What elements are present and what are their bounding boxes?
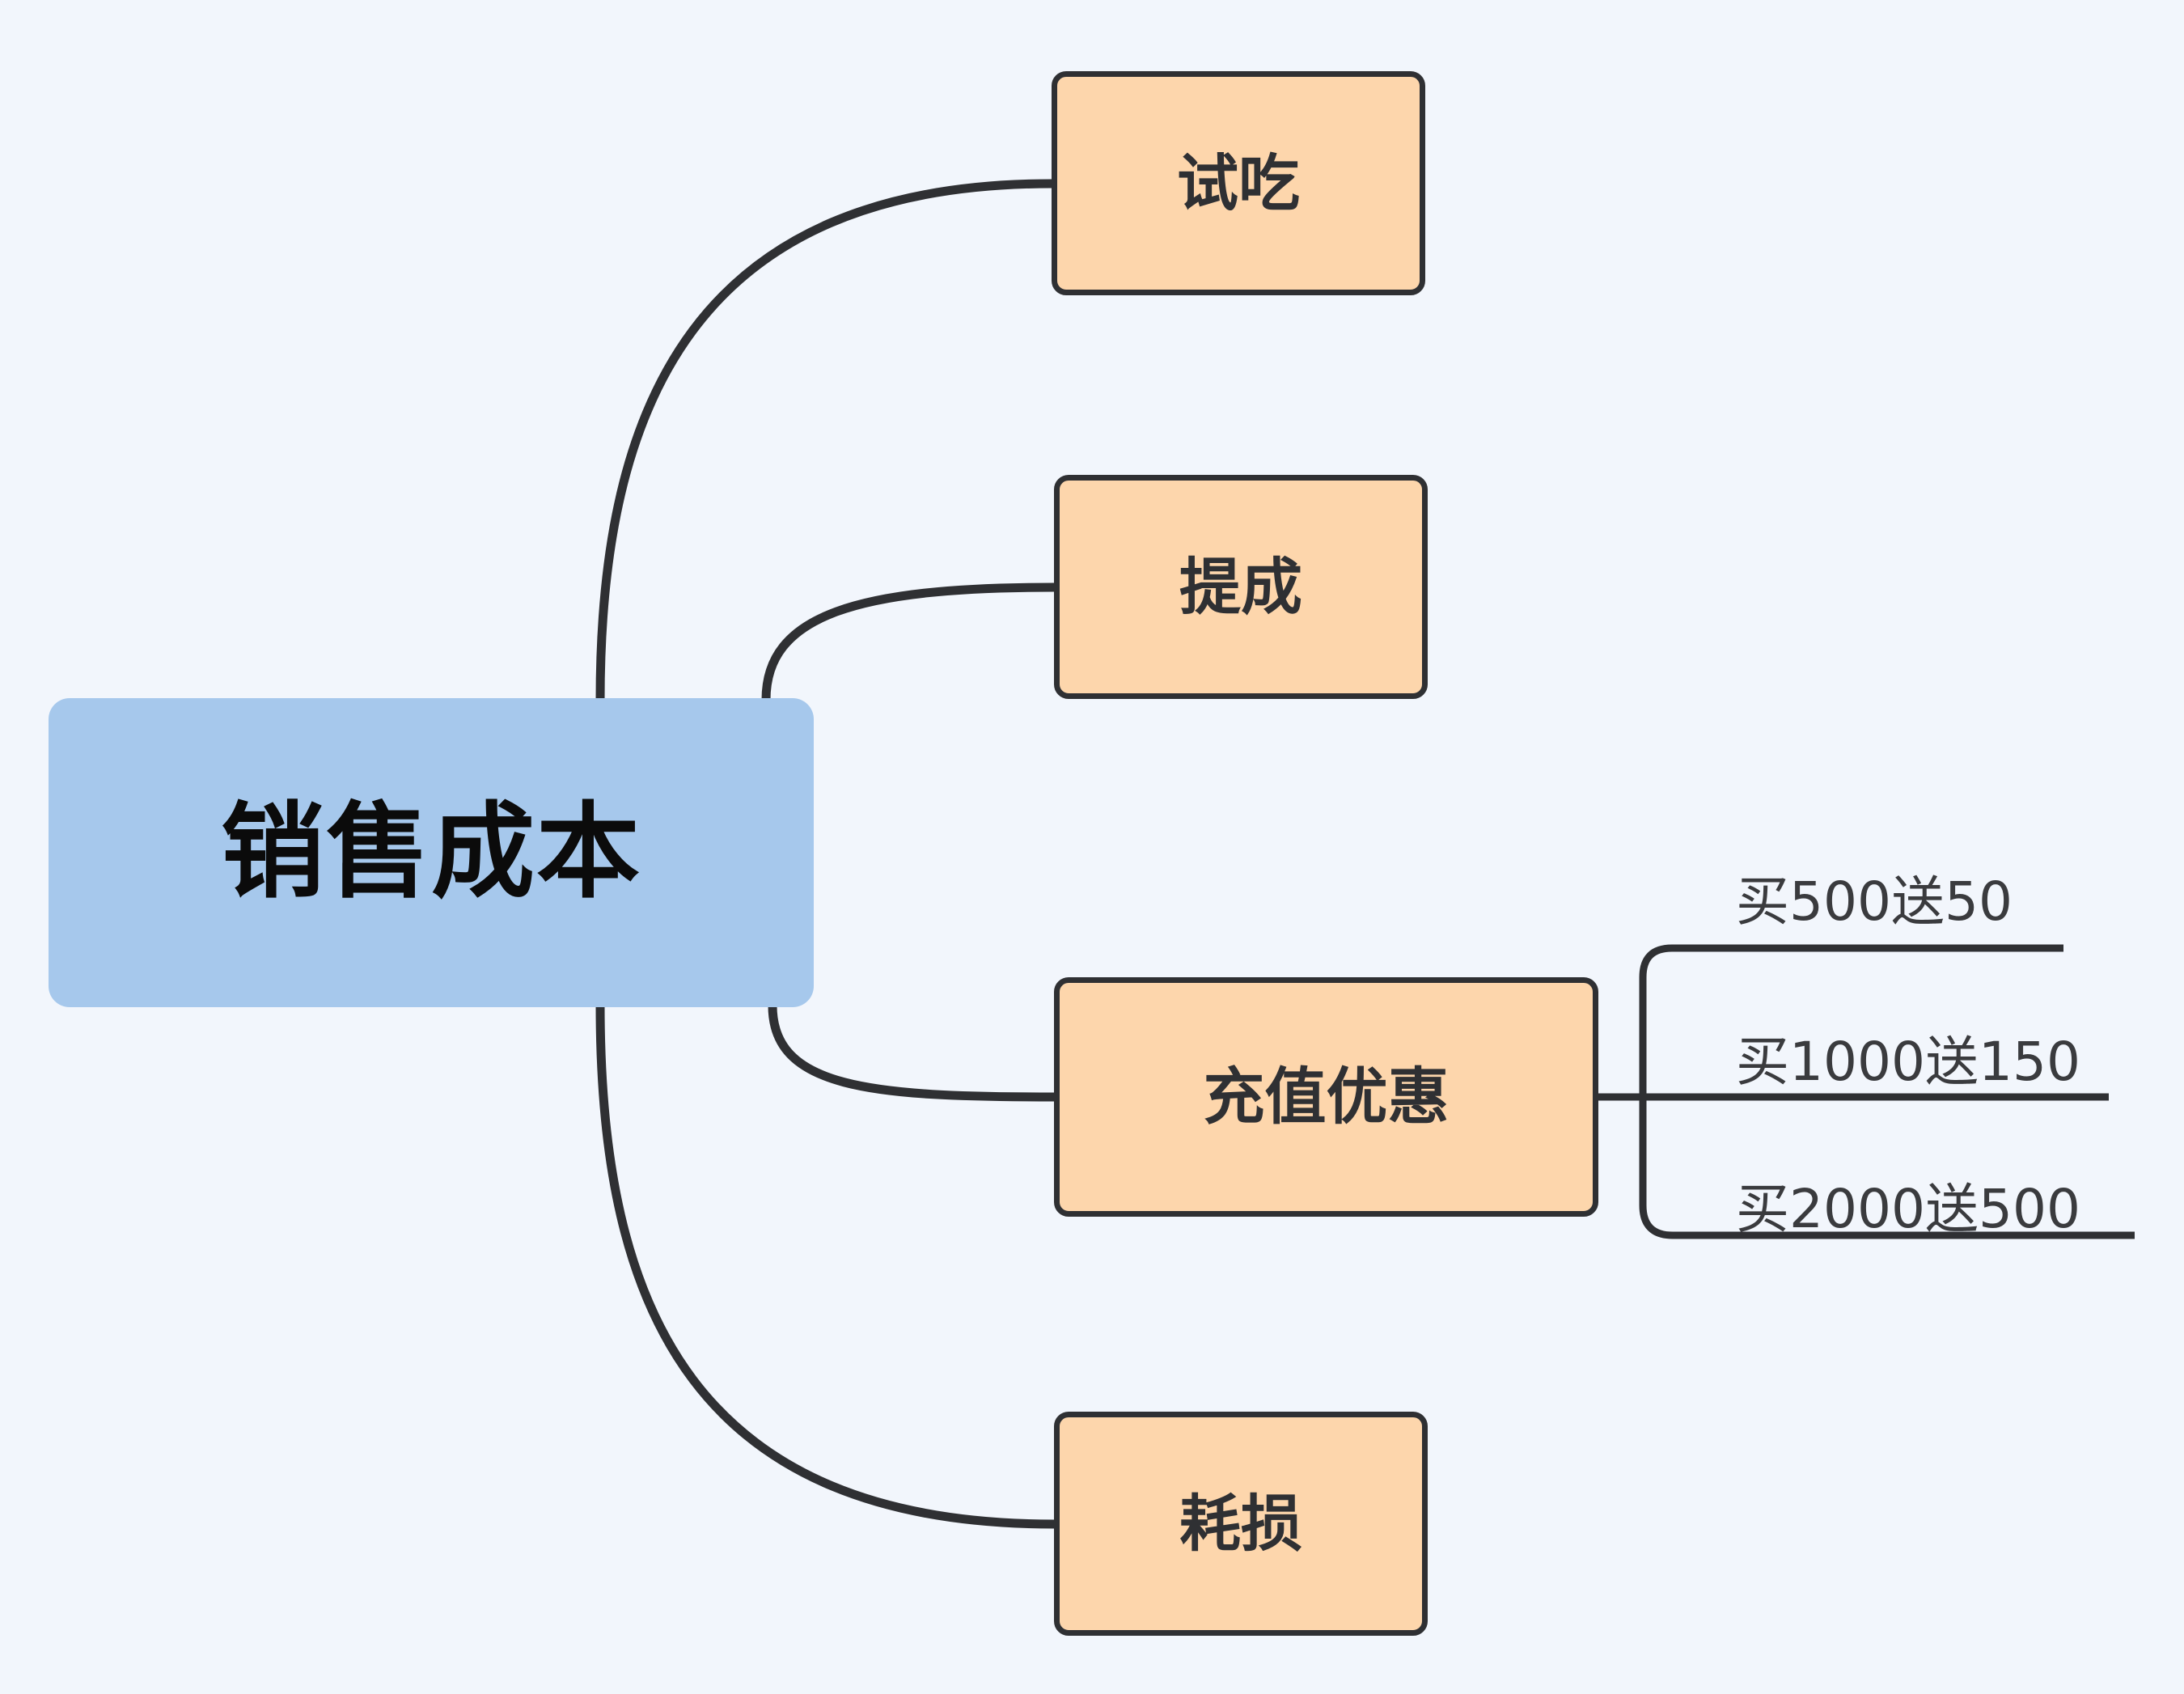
branch-node-label: 提成 (1179, 550, 1302, 623)
branch-node-label: 充值优惠 (1203, 1061, 1450, 1133)
leaf-label-buy1000[interactable]: 买1000送150 (1736, 1031, 2080, 1093)
branch-node-haosun[interactable]: 耗损 (1054, 1412, 1428, 1636)
edge-root-to-chongzhi (768, 1001, 1059, 1102)
branch-node-label: 耗损 (1179, 1487, 1302, 1560)
branch-node-shichi[interactable]: 试吃 (1052, 71, 1425, 295)
root-node-label: 销售成本 (220, 791, 641, 913)
root-node-sales-cost[interactable]: 销售成本 (49, 698, 814, 1007)
branch-node-label: 试吃 (1177, 146, 1300, 219)
edge-root-to-haosun (595, 1001, 1059, 1529)
leaf-label-buy500[interactable]: 买500送50 (1736, 870, 2013, 933)
edge-root-to-ticheng (761, 582, 1059, 705)
edge-root-to-shichi (595, 179, 1056, 705)
branch-node-ticheng[interactable]: 提成 (1054, 475, 1428, 699)
leaf-label-buy2000[interactable]: 买2000送500 (1736, 1178, 2080, 1240)
branch-node-chongzhi[interactable]: 充值优惠 (1054, 977, 1598, 1217)
